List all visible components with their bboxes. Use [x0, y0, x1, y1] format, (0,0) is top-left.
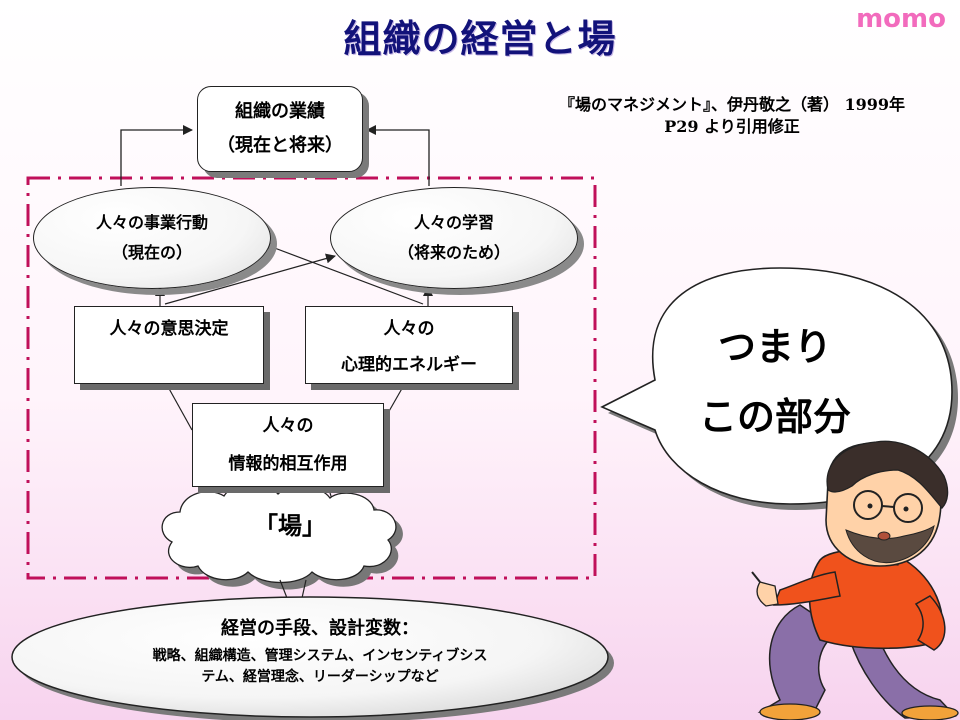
management-means-line-2: テム、経営理念、リーダーシップなど	[201, 669, 439, 685]
link-means-to-cloud-left	[279, 579, 288, 599]
information-sublabel: 情報的相互作用	[228, 454, 348, 474]
energy-sublabel: 心理的エネルギー	[341, 355, 477, 375]
callout-text: つまり この部分	[660, 312, 890, 452]
business-action-sublabel: （現在の）	[111, 243, 192, 262]
business-action-oval: 人々の事業行動 （現在の）	[33, 187, 271, 289]
business-action-label: 人々の事業行動	[95, 213, 208, 232]
results-label: 組織の業績	[235, 101, 325, 122]
callout-line-2: この部分	[698, 395, 851, 439]
link-info-to-decision	[166, 384, 193, 431]
link-info-to-energy	[383, 384, 405, 421]
source-citation: 『場のマネジメント』、伊丹敬之（著） 1999年 P29 より引用修正	[532, 94, 932, 138]
presenter-character	[751, 440, 959, 720]
slide-title: 組織の経営と場	[343, 16, 617, 61]
means-oval	[11, 596, 609, 718]
results-sublabel: （現在と将来）	[217, 135, 343, 156]
energy-label: 人々の	[383, 319, 435, 339]
arrow-action-to-results	[120, 125, 193, 186]
callout-line-1: つまり	[717, 325, 832, 369]
management-means-line-1: 戦略、組織構造、管理システム、インセンティブシス	[152, 648, 488, 664]
decision-box: 人々の意思決定	[74, 306, 264, 384]
source-line-1: 『場のマネジメント』、伊丹敬之（著） 1999年	[558, 95, 906, 114]
results-box: 組織の業績 （現在と将来）	[197, 86, 363, 172]
information-interaction-box: 人々の 情報的相互作用	[192, 403, 384, 487]
brand-logo: momo	[856, 4, 946, 34]
decision-label: 人々の意思決定	[109, 319, 229, 339]
learning-label: 人々の学習	[413, 213, 494, 232]
source-line-2: P29 より引用修正	[664, 117, 800, 136]
ba-label: 「場」	[254, 511, 326, 540]
energy-box: 人々の 心理的エネルギー	[305, 306, 513, 384]
learning-oval: 人々の学習 （将来のため）	[330, 187, 578, 289]
information-label: 人々の	[262, 416, 314, 436]
ba-cloud	[161, 483, 403, 590]
arrow-learning-to-results	[366, 125, 430, 186]
management-means-title: 経営の手段、設計変数：	[221, 618, 419, 639]
learning-sublabel: （将来のため）	[397, 243, 510, 262]
arrow-energy-to-action	[263, 242, 424, 305]
arrow-decision-to-learning	[164, 253, 336, 305]
link-means-to-cloud-right	[301, 579, 307, 599]
management-means-text: 経営の手段、設計変数： 戦略、組織構造、管理システム、インセンティブシス テム、…	[60, 612, 580, 688]
